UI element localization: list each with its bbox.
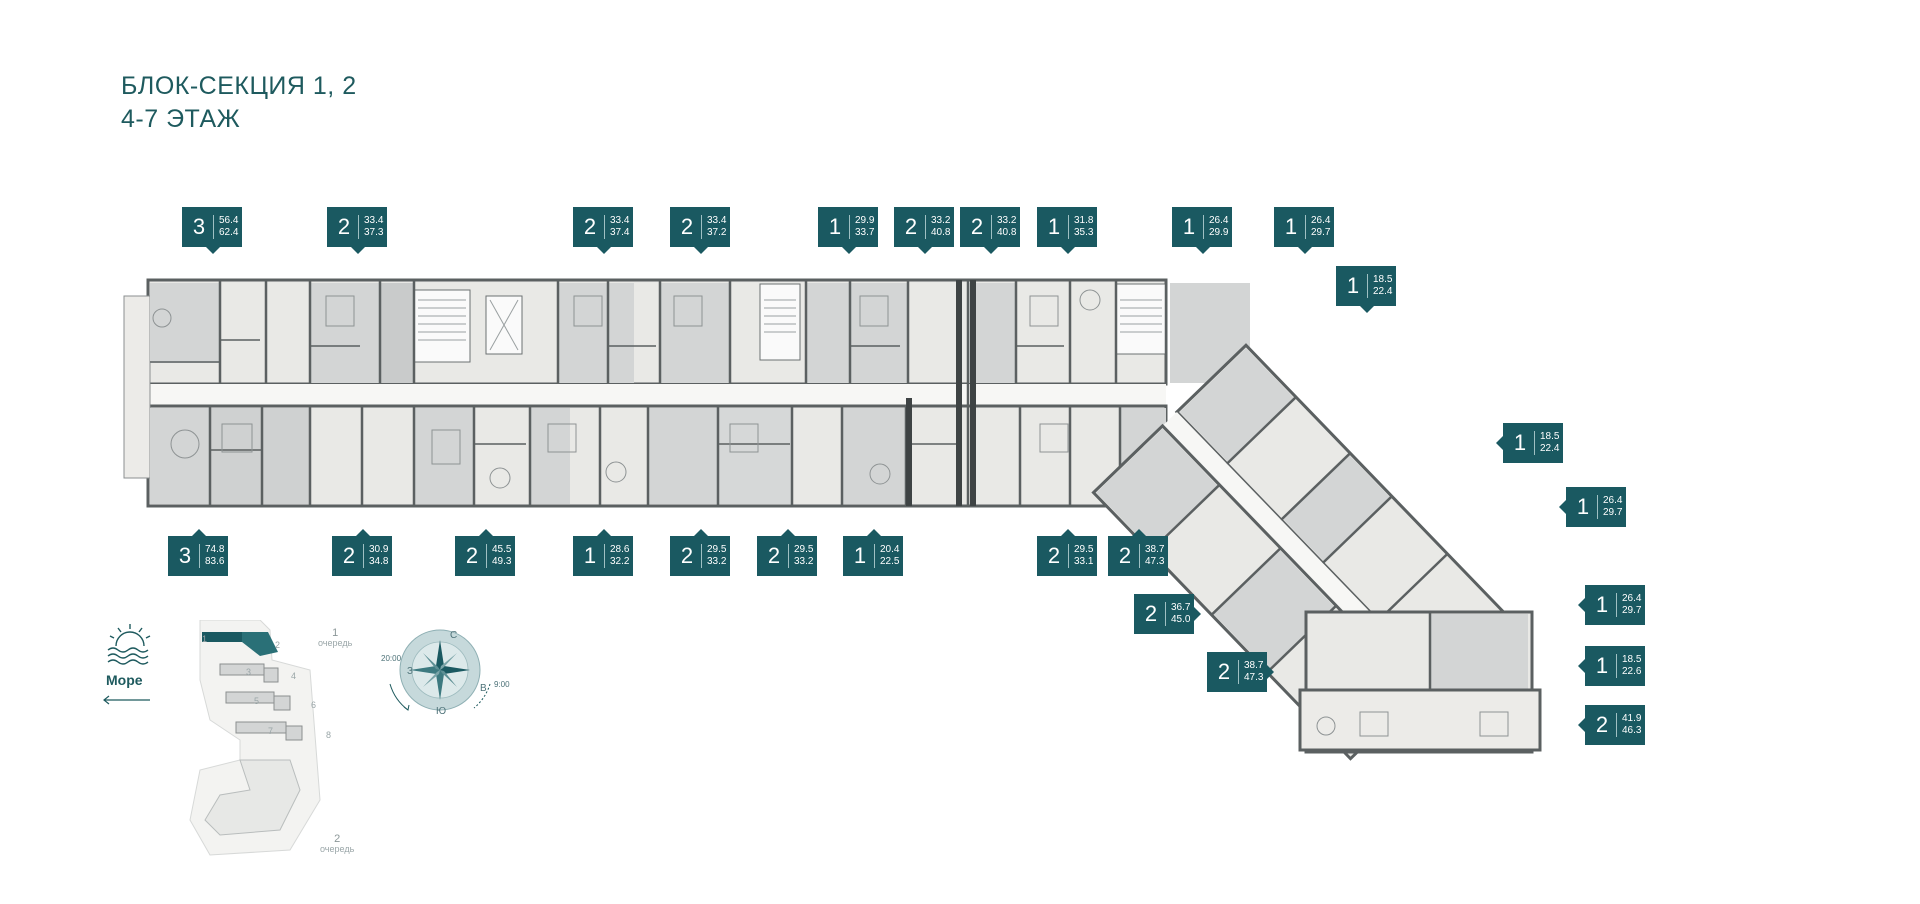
sea-label: Море xyxy=(106,672,143,688)
sunrise-time: 9:00 xyxy=(494,680,510,689)
block-number: 5 xyxy=(254,696,260,706)
block-number: 8 xyxy=(326,730,332,740)
block-number: 4 xyxy=(291,671,297,681)
sun-over-waves-icon xyxy=(107,624,151,665)
unit-n3[interactable] xyxy=(558,283,634,383)
arrow-left-icon xyxy=(103,695,150,705)
block-number: 6 xyxy=(311,700,317,710)
unit-n1[interactable] xyxy=(150,283,220,363)
compass-south: Ю xyxy=(436,706,447,717)
section-title: БЛОК-СЕКЦИЯ 1, 2 xyxy=(121,72,357,100)
unit-s1[interactable] xyxy=(150,408,210,504)
page-title: БЛОК-СЕКЦИЯ 1, 2 4-7 ЭТАЖ xyxy=(121,70,357,136)
block-2[interactable] xyxy=(242,632,278,656)
block-number: 1 xyxy=(202,634,208,644)
sea-legend xyxy=(103,624,151,705)
compass-east: В xyxy=(480,683,487,694)
unit-s2[interactable] xyxy=(210,408,310,504)
unit-s5[interactable] xyxy=(718,408,792,504)
unit-n4[interactable] xyxy=(660,283,730,383)
unit-n2[interactable] xyxy=(310,283,380,383)
compass-north: С xyxy=(450,630,458,641)
block-number: 2 xyxy=(275,640,281,650)
sunset-time: 20:00 xyxy=(381,654,402,663)
compass-rose xyxy=(389,629,491,711)
unit-s4[interactable] xyxy=(648,408,718,504)
block-1[interactable] xyxy=(202,632,242,642)
compass-star-icon xyxy=(410,640,470,700)
unit-s6[interactable] xyxy=(842,408,906,504)
floor-title: 4-7 ЭТАЖ xyxy=(121,105,241,133)
block-number: 7 xyxy=(268,726,274,736)
block-number: 3 xyxy=(246,667,252,677)
unit-s3[interactable] xyxy=(414,408,474,504)
unit-n5[interactable] xyxy=(806,283,908,383)
compass-west: З xyxy=(407,666,414,677)
corridor xyxy=(148,384,1166,406)
site-map xyxy=(189,620,321,856)
